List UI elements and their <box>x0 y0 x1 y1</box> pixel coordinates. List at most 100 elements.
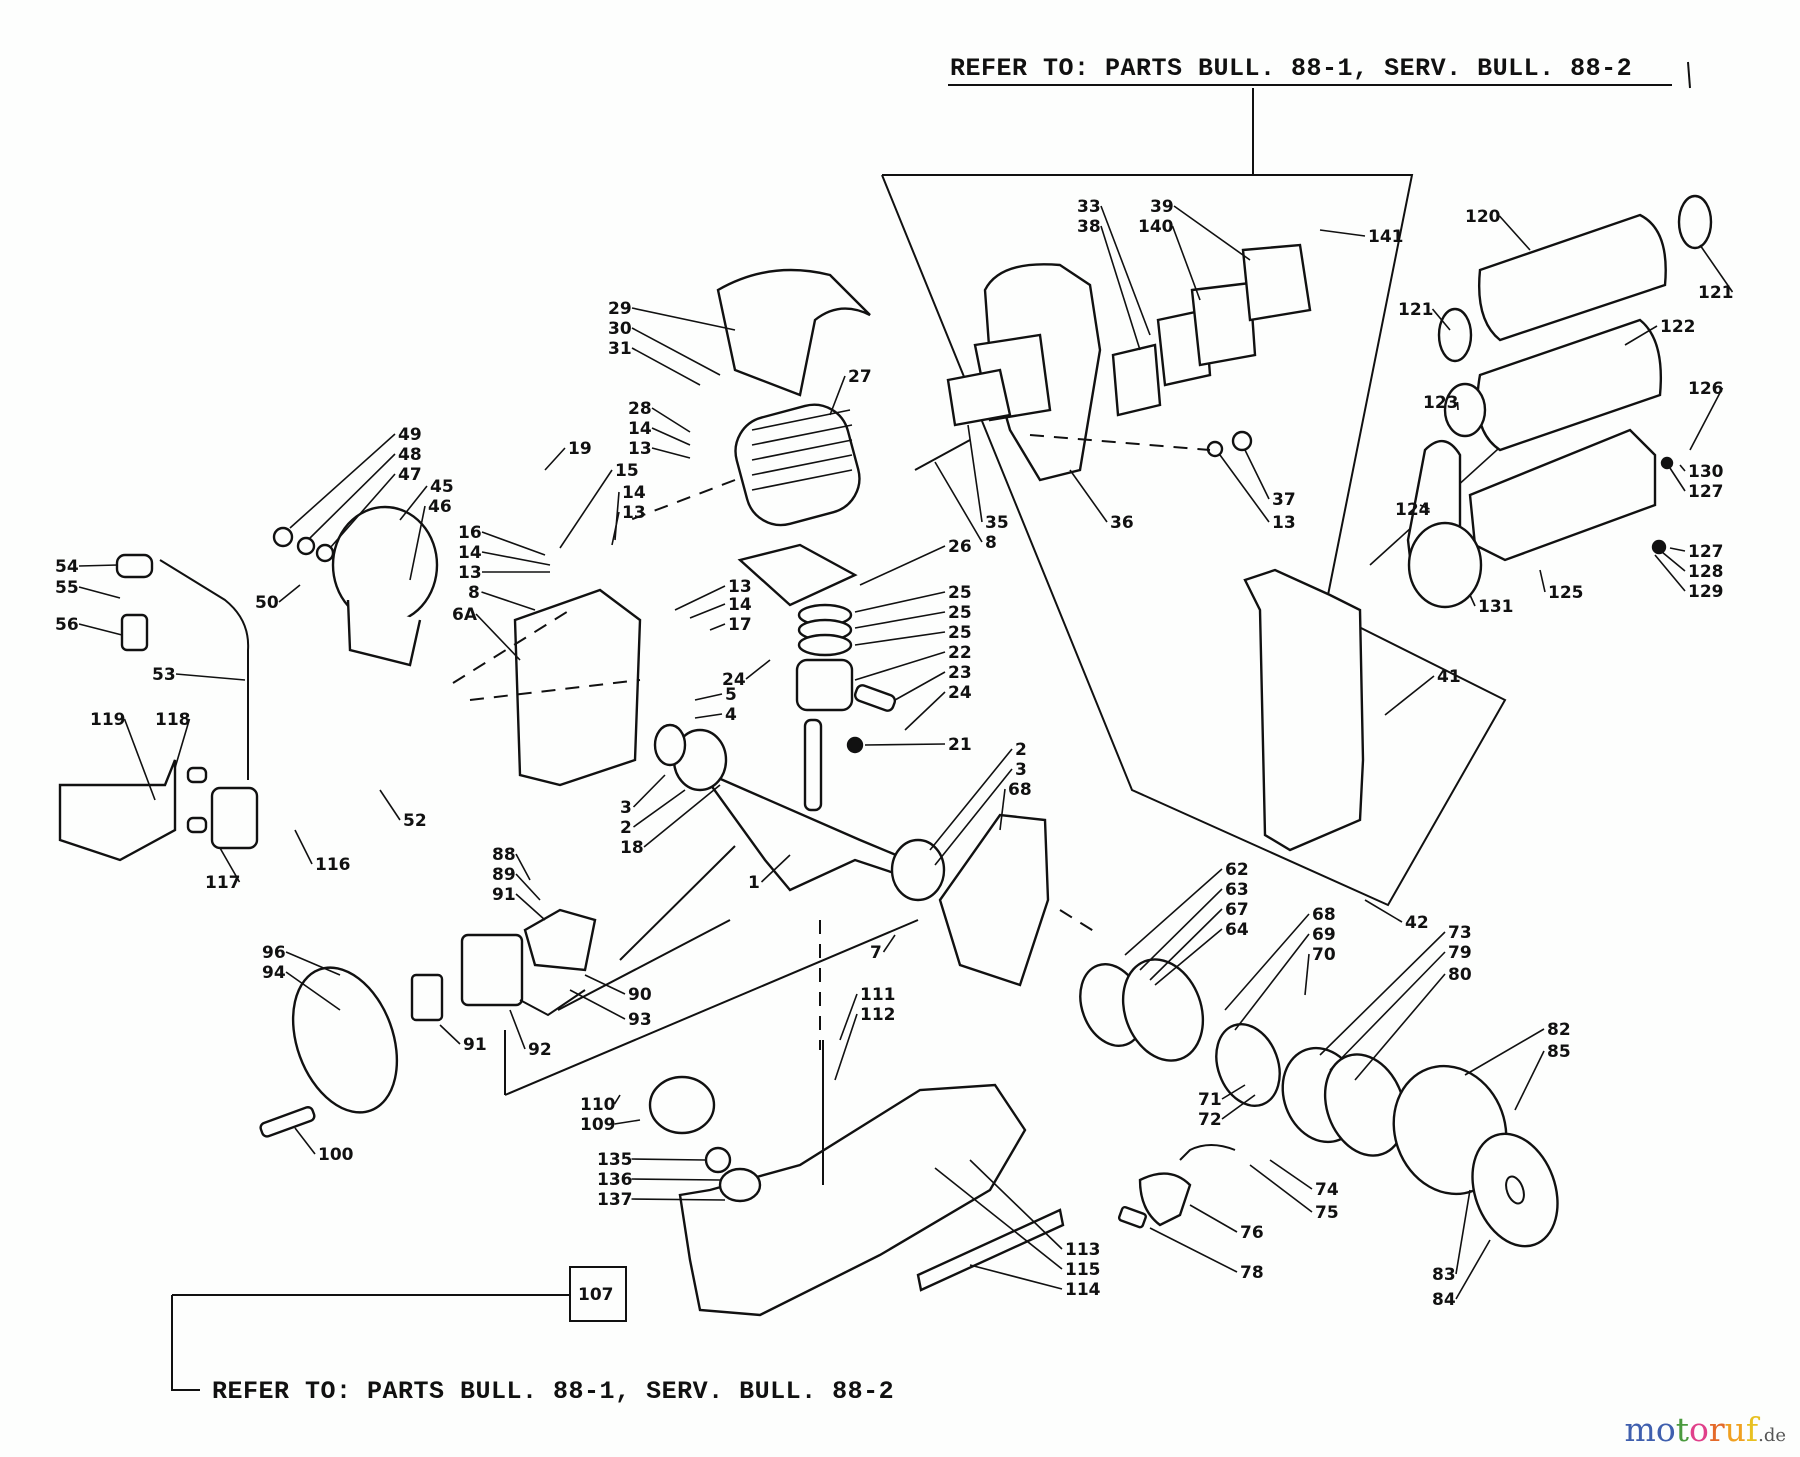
part-label-16: 16 <box>458 523 482 543</box>
leader-line-94 <box>285 971 341 1011</box>
part-label-109: 109 <box>580 1115 616 1135</box>
part-label-23: 23 <box>948 663 972 683</box>
cylinder-shroud <box>716 268 871 397</box>
part-label-62: 62 <box>1225 860 1249 880</box>
part-107-box <box>569 1266 627 1322</box>
carburetor <box>460 933 524 1007</box>
leader-line-121 <box>1699 244 1734 293</box>
watermark-letter: r <box>1708 1410 1725 1449</box>
leader-line-79 <box>1329 951 1446 1071</box>
clip-121-left <box>1437 307 1473 363</box>
part-label-38: 38 <box>1077 217 1101 237</box>
crankcase-right <box>938 813 1050 987</box>
leader-line-35 <box>967 424 983 523</box>
leader-line-14 <box>689 603 726 619</box>
part-label-68: 68 <box>1312 905 1336 925</box>
leader-line-74 <box>1269 1159 1313 1190</box>
part-label-21: 21 <box>948 735 972 755</box>
part-label-135: 135 <box>597 1150 633 1170</box>
part-label-93: 93 <box>628 1010 652 1030</box>
part-label-129: 129 <box>1688 582 1724 602</box>
decal-84 <box>1471 1132 1559 1248</box>
muffler-group-bracket <box>881 174 1507 907</box>
watermark-letter: t <box>1675 1410 1689 1449</box>
leader-line-25 <box>854 591 946 613</box>
leader-line-53 <box>175 673 246 681</box>
part-label-127: 127 <box>1688 482 1724 502</box>
leader-line-120 <box>1498 215 1531 251</box>
leader-line-30 <box>631 327 721 376</box>
part-label-45: 45 <box>430 477 454 497</box>
leader-line-6A <box>475 613 521 661</box>
leader-line-45 <box>399 485 428 521</box>
leader-line-42 <box>1364 899 1403 923</box>
part-label-125: 125 <box>1548 583 1584 603</box>
part-label-31: 31 <box>608 339 632 359</box>
leader-line-92 <box>509 1009 526 1050</box>
leader-line-4 <box>694 713 723 719</box>
crankshaft <box>696 767 922 892</box>
part-label-64: 64 <box>1225 920 1249 940</box>
leader-line-131 <box>1469 594 1476 607</box>
leader-line-14 <box>651 427 691 446</box>
part-label-127: 127 <box>1688 542 1724 562</box>
leader-line-78 <box>1149 1227 1238 1273</box>
leader-line-54 <box>78 564 119 567</box>
leader-line-71 <box>1221 1084 1246 1100</box>
part-label-13: 13 <box>1272 513 1296 533</box>
leader-line-36 <box>1069 469 1108 523</box>
leader-line-41 <box>1384 675 1435 716</box>
fuel-tank <box>678 1083 1027 1317</box>
part-label-8: 8 <box>468 583 480 603</box>
leader-line-123 <box>1456 401 1459 411</box>
ignition-wire <box>159 559 250 780</box>
leader-line-72 <box>1221 1094 1256 1120</box>
main-bearing-right <box>890 838 946 902</box>
leader-line-93 <box>569 989 626 1020</box>
leader-line-18 <box>643 784 721 848</box>
leader-line-38 <box>1100 225 1141 351</box>
leader-line-13 <box>651 447 691 459</box>
leader-line-136 <box>631 1178 721 1181</box>
leader-line-5 <box>694 693 723 701</box>
part-label-72: 72 <box>1198 1110 1222 1130</box>
leader-line-19 <box>544 447 566 471</box>
handle-insert <box>1117 1205 1147 1229</box>
spark-screen <box>1111 343 1162 417</box>
part-label-69: 69 <box>1312 925 1336 945</box>
part-label-83: 83 <box>1432 1265 1456 1285</box>
part-label-126: 126 <box>1688 379 1724 399</box>
leader-line-14 <box>481 551 551 566</box>
motoruf-watermark: motoruf.de <box>1625 1410 1786 1449</box>
leader-line-126 <box>1689 387 1724 451</box>
nut-49 <box>272 526 294 548</box>
part-label-141: 141 <box>1368 227 1404 247</box>
part-label-116: 116 <box>315 855 351 875</box>
leader-line-127 <box>1667 464 1686 492</box>
leader-line-137 <box>631 1198 726 1201</box>
part-label-47: 47 <box>398 465 422 485</box>
leader-line-69 <box>1234 933 1310 1031</box>
leader-line-125 <box>1539 569 1546 593</box>
part-label-92: 92 <box>528 1040 552 1060</box>
fuel-line <box>519 989 586 1017</box>
part-label-42: 42 <box>1405 913 1429 933</box>
reference-leader-bottom <box>171 1295 200 1391</box>
part-label-114: 114 <box>1065 1280 1101 1300</box>
spark-plug <box>120 613 149 652</box>
leader-line-27 <box>829 375 846 416</box>
part-label-49: 49 <box>398 425 422 445</box>
leader-line-8 <box>934 461 983 543</box>
filter-cap-123 <box>1443 382 1487 438</box>
part-label-91: 91 <box>492 885 516 905</box>
part-label-37: 37 <box>1272 490 1296 510</box>
leader-line-129 <box>1654 554 1686 592</box>
air-cleaner-gasket <box>410 973 444 1022</box>
part-label-136: 136 <box>597 1170 633 1190</box>
part-label-118: 118 <box>155 710 191 730</box>
leader-line-110 <box>613 1094 621 1105</box>
part-label-94: 94 <box>262 963 286 983</box>
leader-line-109 <box>614 1119 641 1125</box>
leader-line-33 <box>1100 205 1151 336</box>
